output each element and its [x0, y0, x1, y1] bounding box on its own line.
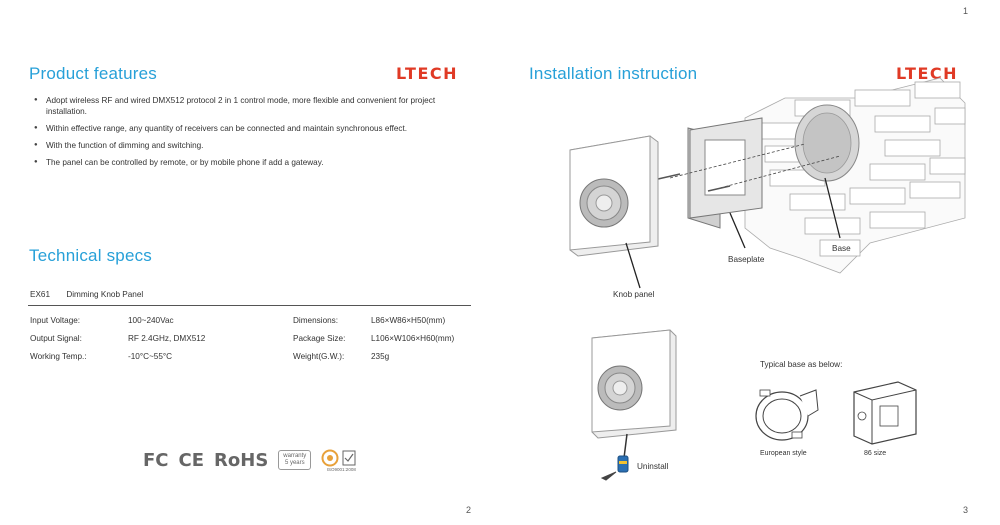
label-base: Base: [832, 244, 851, 253]
spec-label: Working Temp.:: [30, 352, 87, 361]
brand-logo-right: LTECH: [896, 64, 959, 83]
exploded-installation-diagram: [569, 77, 966, 289]
fcc-logo: FC: [143, 449, 169, 471]
baseplate: [687, 117, 763, 229]
feature-item: Adopt wireless RF and wired DMX512 proto…: [34, 95, 474, 117]
warranty-years: 5 years: [284, 460, 305, 466]
screwdriver-shaft: [623, 433, 628, 459]
specs-title: Technical specs: [29, 246, 153, 265]
page-number-top: 1: [963, 6, 969, 16]
model-row: EX61 Dimming Knob Panel: [30, 290, 143, 299]
size86-base-icon: [853, 381, 917, 445]
page-number-right: 3: [963, 505, 969, 515]
label-knob-panel: Knob panel: [613, 290, 655, 299]
uninstall-diagram: [591, 329, 677, 481]
page-number-left: 2: [466, 505, 472, 515]
warranty-text: warranty: [283, 453, 307, 459]
spec-value: RF 2.4GHz, DMX512: [128, 334, 206, 343]
certification-logos: FC CE RoHS warranty 5 years ISO9001:2008: [143, 445, 361, 475]
label-86-size: 86 size: [864, 450, 887, 457]
spec-value: L86×W86×H50(mm): [371, 316, 446, 325]
feature-item: The panel can be controlled by remote, o…: [34, 157, 474, 168]
model-name: Dimming Knob Panel: [66, 290, 144, 299]
spec-label: Input Voltage:: [30, 316, 81, 325]
warranty-badge: warranty 5 years: [278, 450, 312, 470]
brand-logo-left: LTECH: [396, 64, 459, 83]
screw-icon: [707, 185, 731, 192]
iso-badge: ISO9001:2008: [321, 449, 361, 472]
european-base-icon: [755, 389, 819, 441]
features-title: Product features: [29, 64, 157, 83]
spec-value: 235g: [371, 352, 390, 361]
features-list: Adopt wireless RF and wired DMX512 proto…: [34, 95, 474, 174]
feature-item: With the function of dimming and switchi…: [34, 140, 474, 151]
knob-panel-device: [569, 135, 659, 257]
model-number: EX61: [30, 290, 51, 299]
spec-value: -10°C~55°C: [128, 352, 173, 361]
label-uninstall: Uninstall: [637, 462, 669, 471]
ce-logo: CE: [178, 449, 205, 471]
iso-text: ISO9001:2008: [326, 466, 356, 472]
label-baseplate: Baseplate: [728, 255, 765, 264]
spec-label: Weight(G.W.):: [293, 352, 345, 361]
spec-divider: [28, 305, 471, 306]
spec-value: L106×W106×H60(mm): [371, 334, 455, 343]
base-box: [794, 104, 860, 182]
feature-item: Within effective range, any quantity of …: [34, 123, 474, 134]
screw-icon: [657, 173, 681, 180]
installation-title: Installation instruction: [529, 64, 698, 83]
spec-label: Dimensions:: [293, 316, 339, 325]
brick-wall: [744, 77, 966, 274]
rohs-logo: RoHS: [214, 449, 269, 471]
typical-base-caption: Typical base as below:: [760, 360, 843, 369]
spec-label: Output Signal:: [30, 334, 82, 343]
iso-seal-icon: [321, 449, 356, 466]
spec-value: 100~240Vac: [128, 316, 174, 325]
label-european-style: European style: [760, 450, 807, 457]
spec-label: Package Size:: [293, 334, 346, 343]
